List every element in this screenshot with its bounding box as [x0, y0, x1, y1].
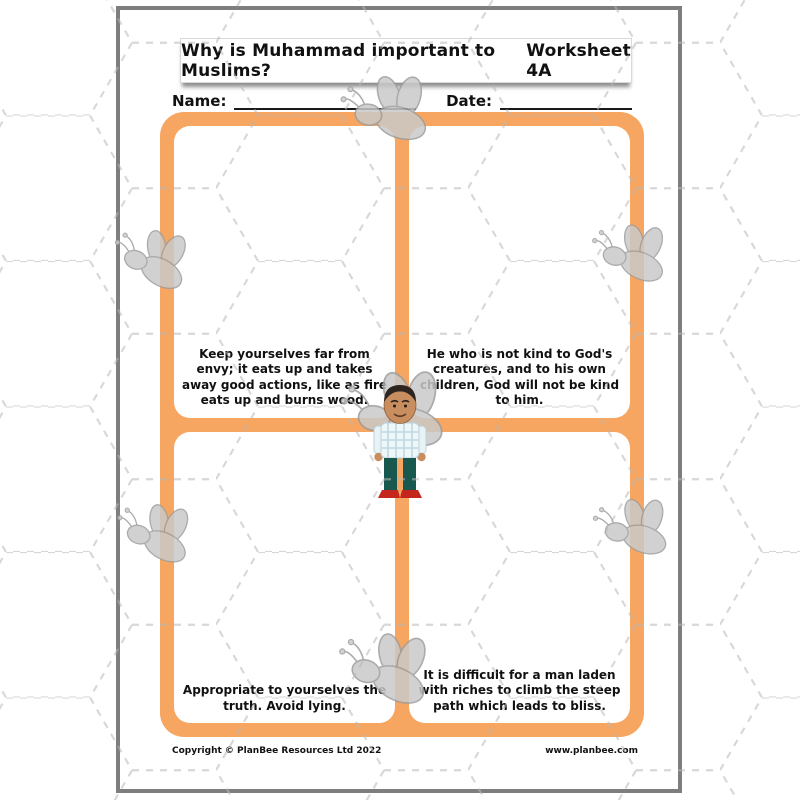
quote-text: He who is not kind to God's creatures, a…	[419, 347, 620, 408]
quote-box-top-left[interactable]: Keep yourselves far from envy; it eats u…	[174, 126, 395, 418]
page-title: Why is Muhammad important to Muslims?	[181, 40, 496, 81]
copyright-text: Copyright © PlanBee Resources Ltd 2022	[172, 746, 382, 756]
quote-board: Keep yourselves far from envy; it eats u…	[160, 112, 644, 737]
name-field-line[interactable]	[234, 94, 417, 110]
quote-box-bottom-right[interactable]: It is difficult for a man laden with ric…	[409, 431, 630, 723]
worksheet-number-label: Worksheet 4A	[526, 40, 631, 81]
quote-text: Keep yourselves far from envy; it eats u…	[181, 347, 388, 408]
date-field-line[interactable]	[500, 94, 632, 110]
website-text: www.planbee.com	[545, 746, 638, 756]
page-footer: Copyright © PlanBee Resources Ltd 2022 w…	[172, 746, 638, 756]
date-label: Date:	[446, 92, 492, 110]
name-label: Name:	[172, 92, 227, 110]
quote-box-bottom-left[interactable]: Appropriate to yourselves the truth. Avo…	[174, 431, 395, 723]
quote-box-top-right[interactable]: He who is not kind to God's creatures, a…	[409, 126, 630, 418]
name-date-row: Name: Date:	[172, 92, 632, 110]
quote-text: It is difficult for a man laden with ric…	[418, 667, 621, 713]
worksheet-title-bar: Why is Muhammad important to Muslims? Wo…	[180, 38, 632, 83]
worksheet-page: Why is Muhammad important to Muslims? Wo…	[116, 6, 682, 793]
quote-text: Appropriate to yourselves the truth. Avo…	[182, 683, 387, 713]
